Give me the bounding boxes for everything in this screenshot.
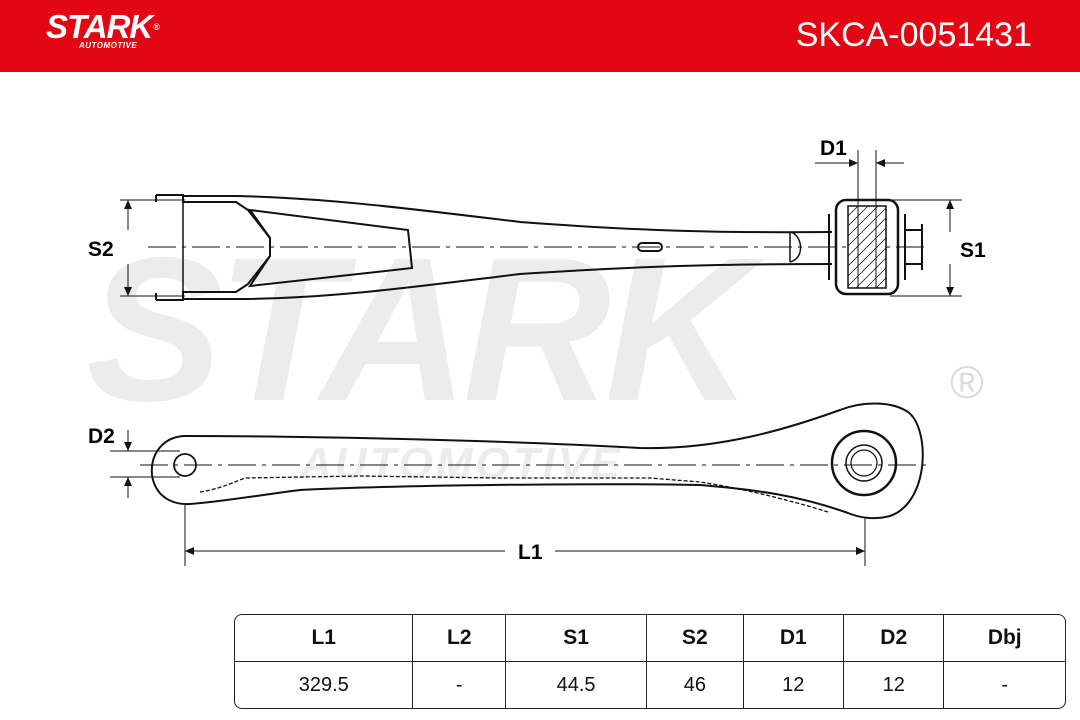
watermark: STARK ® AUTOMOTIVE (86, 215, 984, 488)
side-inner-edge (199, 475, 829, 513)
side-small-eye (173, 453, 197, 477)
specs-table: L1 L2 S1 S2 D1 D2 Dbj 329.5 - 44.5 46 12… (234, 614, 1066, 709)
logo-subtitle: AUTOMOTIVE (79, 41, 138, 50)
technical-drawing: STARK ® AUTOMOTIVE (86, 137, 986, 566)
specs-header-cell: L1 (235, 615, 414, 662)
specs-header-cell: Dbj (944, 615, 1065, 662)
dim-label-l1: L1 (518, 541, 543, 564)
watermark-registered-mark: ® (950, 356, 984, 408)
specs-header-cell: D1 (743, 615, 845, 662)
specs-header-cell: S1 (506, 615, 648, 662)
specs-value-cell: - (413, 662, 507, 708)
stark-logo: STARK® AUTOMOTIVE (46, 8, 160, 51)
specs-value-row: 329.5 - 44.5 46 12 12 - (235, 662, 1065, 708)
specs-header-cell: L2 (413, 615, 507, 662)
side-view (140, 402, 930, 520)
dim-label-s2: S2 (88, 238, 114, 261)
side-large-eye (830, 429, 898, 497)
specs-value-cell: 44.5 (506, 662, 648, 708)
specs-value-cell: 46 (647, 662, 744, 708)
dim-label-s1: S1 (960, 239, 986, 262)
arm-pocket (247, 208, 414, 288)
logo-registered-mark: ® (153, 22, 160, 32)
specs-value-cell: 329.5 (235, 662, 414, 708)
specs-header-row: L1 L2 S1 S2 D1 D2 Dbj (235, 615, 1065, 662)
top-view (148, 194, 930, 301)
side-dimensions (110, 430, 866, 566)
specs-value-cell: - (1001, 673, 1009, 696)
header-bar: STARK® AUTOMOTIVE SKCA-0051431 (0, 0, 1080, 72)
specs-value-cell: 12 (744, 662, 845, 708)
side-arm-outline (150, 402, 924, 520)
part-number: SKCA-0051431 (795, 16, 1032, 54)
logo-text: STARK (46, 8, 153, 45)
watermark-subtitle: AUTOMOTIVE (299, 439, 623, 488)
arm-bottom-edge (183, 263, 833, 300)
dim-label-d2: D2 (88, 425, 115, 448)
top-dimensions (120, 150, 962, 297)
watermark-text: STARK (86, 215, 766, 444)
specs-value-cell: 12 (844, 662, 945, 708)
specs-header-cell: D2 (844, 615, 945, 662)
dim-label-d1: D1 (820, 137, 847, 160)
arm-slot (637, 242, 663, 252)
specs-header-cell: S2 (647, 615, 744, 662)
bushing-housing (834, 198, 900, 296)
arm-top-edge (183, 195, 833, 234)
